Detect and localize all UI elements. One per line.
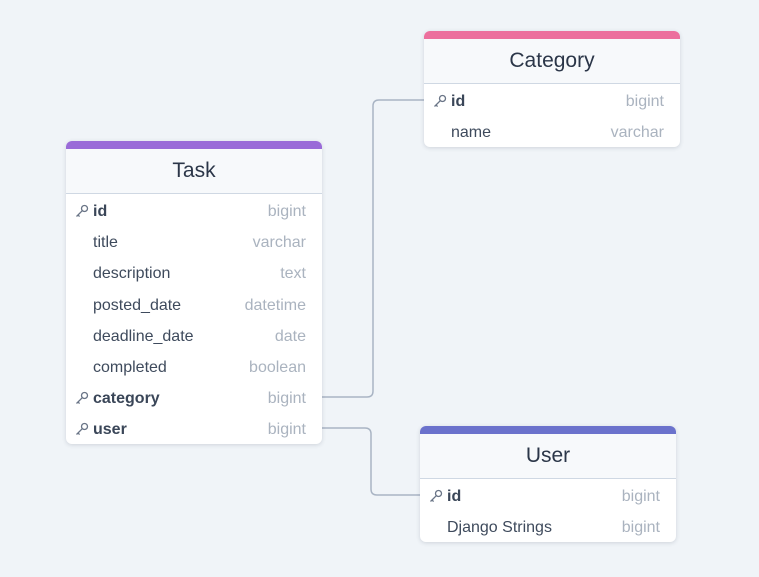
field-row-name[interactable]: name varchar <box>424 117 680 147</box>
field-name: id <box>451 93 466 110</box>
field-type: datetime <box>244 296 306 314</box>
field-row-completed[interactable]: completed boolean <box>66 352 322 383</box>
table-category[interactable]: Category id bigint name varchar <box>424 31 680 147</box>
field-name: description <box>93 265 171 283</box>
field-row-id[interactable]: id bigint <box>420 481 676 512</box>
field-type: bigint <box>621 488 660 505</box>
key-icon <box>430 489 443 503</box>
field-row-django-strings[interactable]: Django Strings bigint <box>420 512 676 542</box>
field-row-title[interactable]: title varchar <box>66 227 322 258</box>
field-row-category[interactable]: category bigint <box>66 383 322 414</box>
field-type: varchar <box>252 234 306 252</box>
field-row-id[interactable]: id bigint <box>424 86 680 117</box>
field-name: title <box>93 234 118 252</box>
field-type: bigint <box>267 203 306 220</box>
table-user[interactable]: User id bigint Django Strings bigint <box>420 426 676 542</box>
relation-task-category-to-category-id[interactable] <box>322 99 425 398</box>
field-row-id[interactable]: id bigint <box>66 196 322 227</box>
table-accent-bar <box>420 426 676 434</box>
field-row-description[interactable]: description text <box>66 258 322 289</box>
table-title[interactable]: Task <box>66 149 322 194</box>
table-title[interactable]: Category <box>424 39 680 84</box>
field-row-posted-date[interactable]: posted_date datetime <box>66 290 322 321</box>
field-name: Django Strings <box>447 519 552 537</box>
field-row-deadline-date[interactable]: deadline_date date <box>66 321 322 352</box>
relation-task-user-to-user-id[interactable] <box>322 427 421 496</box>
field-type: bigint <box>625 93 664 110</box>
key-icon <box>76 423 89 436</box>
field-name: id <box>93 203 108 220</box>
field-type: bigint <box>267 390 306 408</box>
field-type: date <box>274 327 306 345</box>
field-row-user[interactable]: user bigint <box>66 414 322 444</box>
field-name: deadline_date <box>93 327 194 345</box>
table-accent-bar <box>424 31 680 39</box>
field-name: id <box>447 488 462 505</box>
field-type: bigint <box>267 421 306 439</box>
field-name: posted_date <box>93 296 182 314</box>
field-name: user <box>93 421 127 439</box>
field-name: name <box>451 124 492 142</box>
table-title[interactable]: User <box>420 434 676 479</box>
table-task[interactable]: Task id bigint title varchar description… <box>66 141 322 444</box>
table-accent-bar <box>66 141 322 149</box>
key-icon <box>434 94 447 108</box>
key-icon <box>76 391 89 405</box>
field-name: category <box>93 390 160 408</box>
field-type: bigint <box>621 519 660 537</box>
field-type: boolean <box>249 358 306 376</box>
field-type: varchar <box>610 124 664 142</box>
field-name: completed <box>93 358 167 376</box>
key-icon <box>76 204 89 218</box>
field-type: text <box>280 265 306 283</box>
